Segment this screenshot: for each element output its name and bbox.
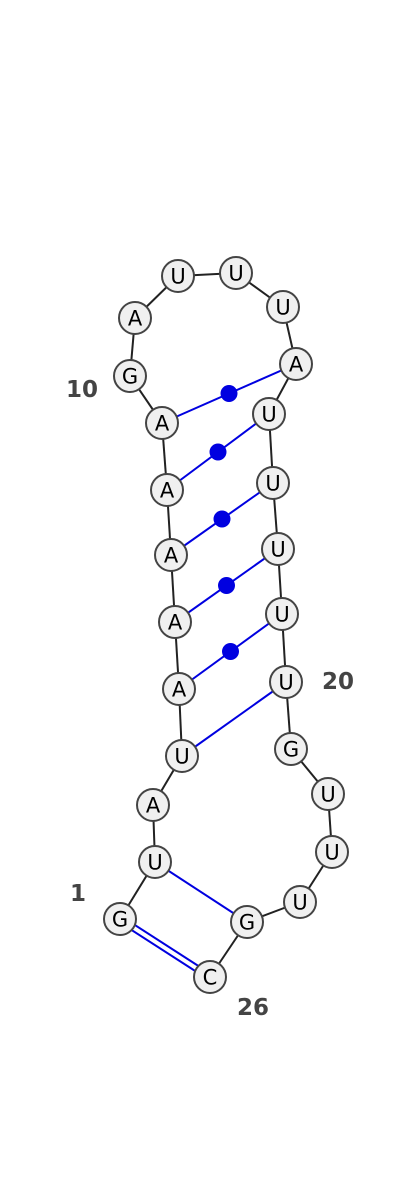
nucleotide-letter: G <box>112 908 128 932</box>
nucleotide-circle <box>158 605 192 639</box>
nucleotide-25: G <box>230 905 264 939</box>
nucleotide-4: U <box>165 739 199 773</box>
index-label-1: 1 <box>70 881 86 907</box>
nucleotide-circle <box>118 301 152 335</box>
nucleotide-20: U <box>269 665 303 699</box>
base-pair-line <box>181 681 287 757</box>
nucleotide-letter: U <box>174 745 189 769</box>
nucleotide-15: A <box>279 347 313 381</box>
base-pair-dot <box>222 643 239 660</box>
base-pair-dot <box>218 577 235 594</box>
nucleotide-7: A <box>154 538 188 572</box>
nucleotide-circle <box>193 960 227 994</box>
base-pair-line <box>154 861 248 923</box>
nucleotide-circle <box>266 290 300 324</box>
nucleotide-6: A <box>158 605 192 639</box>
index-label-26: 26 <box>237 995 269 1021</box>
nucleotide-21: G <box>274 732 308 766</box>
nucleotide-circle <box>103 902 137 936</box>
nucleotide-22: U <box>311 777 345 811</box>
nucleotide-letter: C <box>203 966 218 990</box>
nucleotide-circle <box>161 259 195 293</box>
nucleotide-letter: U <box>274 603 289 627</box>
nucleotide-circle <box>265 597 299 631</box>
nucleotide-letter: A <box>155 412 170 436</box>
nucleotide-letter: G <box>122 365 138 389</box>
nucleotide-circle <box>274 732 308 766</box>
nucleotide-8: A <box>150 473 184 507</box>
nucleotide-letter: U <box>265 472 280 496</box>
nucleotide-letter: A <box>289 353 304 377</box>
index-label-10: 10 <box>66 377 98 403</box>
nucleotide-circle <box>219 256 253 290</box>
nucleotide-letter: A <box>164 544 179 568</box>
base-pair-line <box>117 920 209 981</box>
nucleotide-letter: U <box>228 262 243 286</box>
nucleotide-3: A <box>136 788 170 822</box>
base-pair-dot <box>220 385 238 402</box>
nucleotide-16: U <box>252 397 286 431</box>
nucleotide-24: U <box>283 885 317 919</box>
nucleotide-circle <box>138 845 172 879</box>
base-pair-line <box>121 915 213 976</box>
nucleotide-12: U <box>161 259 195 293</box>
nucleotide-circle <box>315 835 349 869</box>
nucleotide-circle <box>269 665 303 699</box>
nucleotide-circle <box>279 347 313 381</box>
nucleotide-letter: U <box>292 891 307 915</box>
nucleotide-10: G <box>113 359 147 393</box>
nucleotide-circle <box>311 777 345 811</box>
base-pair-dot <box>209 443 227 461</box>
nucleotide-circle <box>162 672 196 706</box>
nucleotide-26: C <box>193 960 227 994</box>
nucleotide-18: U <box>261 532 295 566</box>
base-pair-dot <box>213 510 231 528</box>
nucleotide-13: U <box>219 256 253 290</box>
nucleotide-2: U <box>138 845 172 879</box>
nucleotide-14: U <box>266 290 300 324</box>
index-label-20: 20 <box>322 669 354 695</box>
nucleotide-11: A <box>118 301 152 335</box>
nucleotide-letter: A <box>160 479 175 503</box>
nucleotide-1: G <box>103 902 137 936</box>
nucleotide-23: U <box>315 835 349 869</box>
nucleotide-letter: U <box>324 841 339 865</box>
nucleotide-letter: G <box>239 911 255 935</box>
nucleotide-letter: A <box>146 794 161 818</box>
nucleotide-circle <box>252 397 286 431</box>
nucleotide-circle <box>154 538 188 572</box>
nucleotide-circle <box>145 406 179 440</box>
nucleotide-letter: G <box>283 738 299 762</box>
nucleotide-letter: U <box>261 403 276 427</box>
nucleotide-5: A <box>162 672 196 706</box>
nucleotide-circle <box>113 359 147 393</box>
nucleotide-circle <box>136 788 170 822</box>
index-label-layer: 1 10 20 26 <box>66 377 354 1021</box>
nucleotide-circle <box>261 532 295 566</box>
nucleotide-letter: U <box>170 265 185 289</box>
nucleotide-circle <box>150 473 184 507</box>
nucleotide-circle <box>256 466 290 500</box>
nucleotide-letter: U <box>275 296 290 320</box>
nucleotide-letter: U <box>278 671 293 695</box>
nucleotide-circle <box>230 905 264 939</box>
nucleotide-letter: U <box>270 538 285 562</box>
nucleotide-17: U <box>256 466 290 500</box>
nucleotide-letter: A <box>128 307 143 331</box>
nucleotide-circle <box>283 885 317 919</box>
nucleotide-9: A <box>145 406 179 440</box>
nucleotide-letter: A <box>172 678 187 702</box>
base-pair-layer <box>117 363 297 981</box>
nucleotide-letter: A <box>168 611 183 635</box>
nucleotide-circle <box>165 739 199 773</box>
nucleotide-letter: U <box>147 851 162 875</box>
nucleotide-letter: U <box>320 783 335 807</box>
nucleotide-19: U <box>265 597 299 631</box>
